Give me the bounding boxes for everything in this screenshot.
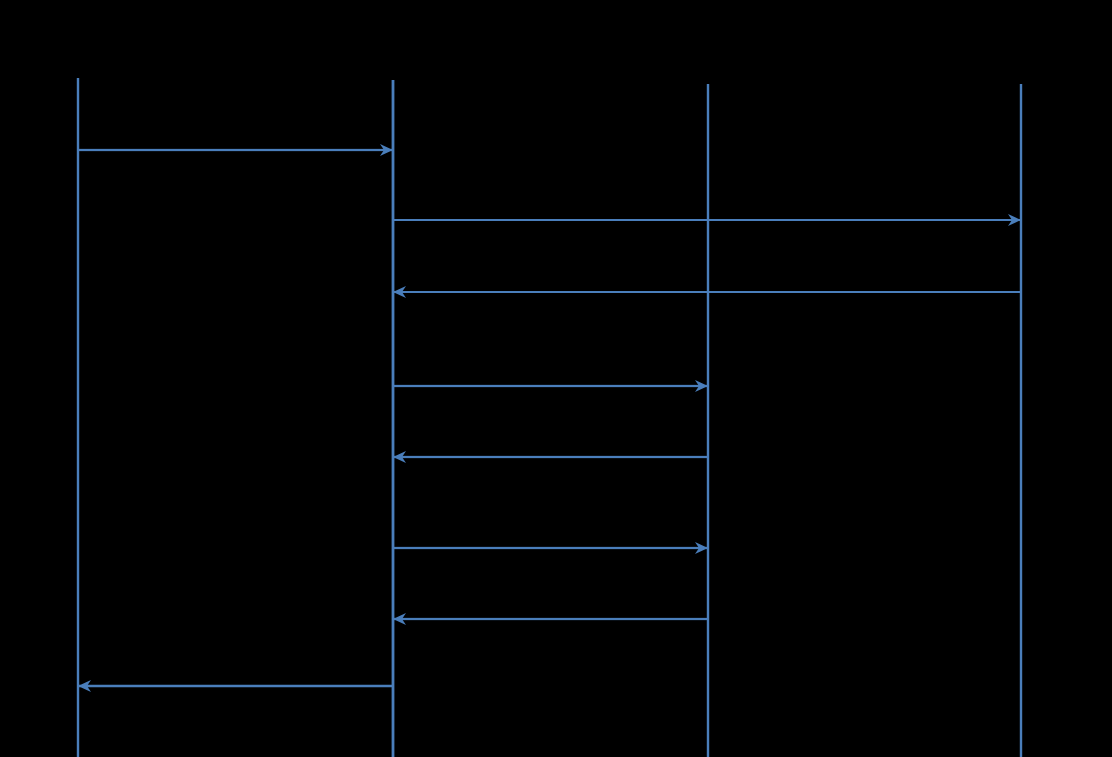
message-arrows bbox=[78, 144, 1021, 692]
lifelines bbox=[76, 78, 1023, 757]
